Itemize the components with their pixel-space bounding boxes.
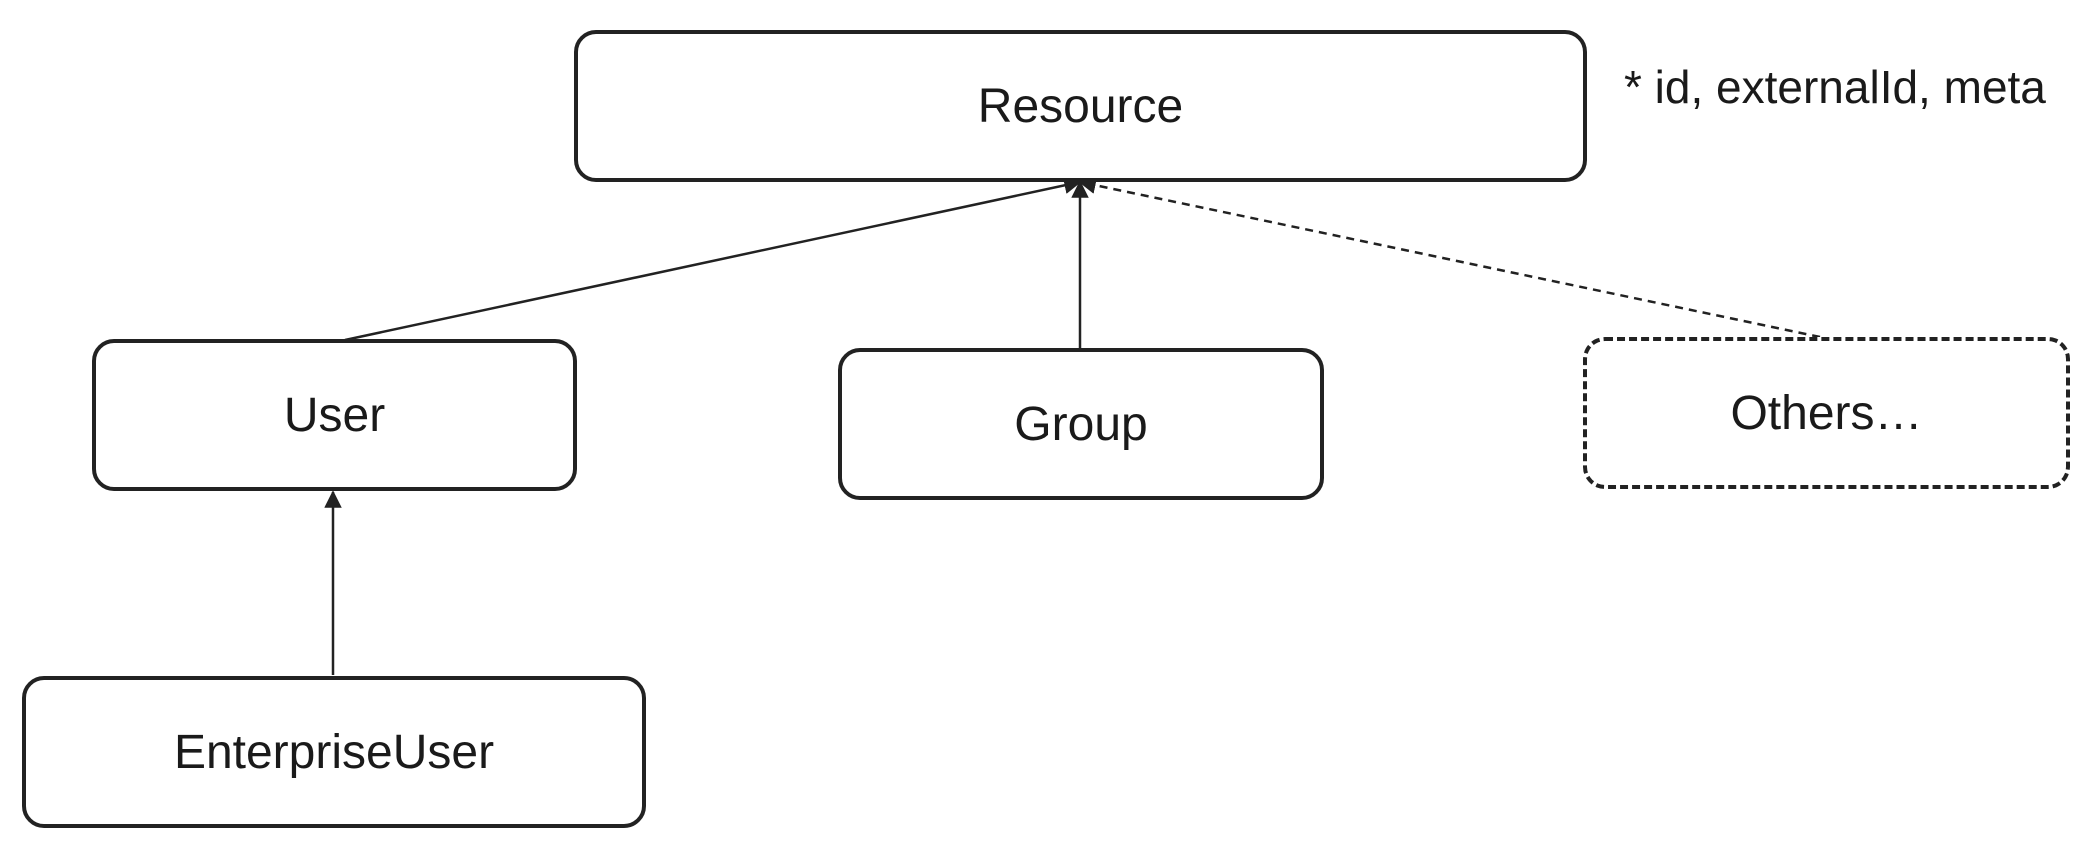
group-label: Group xyxy=(1014,397,1148,451)
others-node: Others… xyxy=(1583,337,2070,489)
enterprise-user-label: EnterpriseUser xyxy=(173,725,495,779)
resource-node: Resource xyxy=(574,30,1587,182)
user-node: User xyxy=(92,339,577,491)
group-node: Group xyxy=(838,348,1324,500)
edge-others-to-resource xyxy=(1078,176,1821,339)
resource-attributes-note: * id, externalId, meta xyxy=(1624,61,2046,113)
enterprise-user-node: EnterpriseUser xyxy=(22,676,646,828)
resource-label: Resource xyxy=(977,79,1184,133)
others-label: Others… xyxy=(1730,386,1923,440)
user-label: User xyxy=(283,388,386,442)
edge-user-to-resource xyxy=(344,176,1082,342)
